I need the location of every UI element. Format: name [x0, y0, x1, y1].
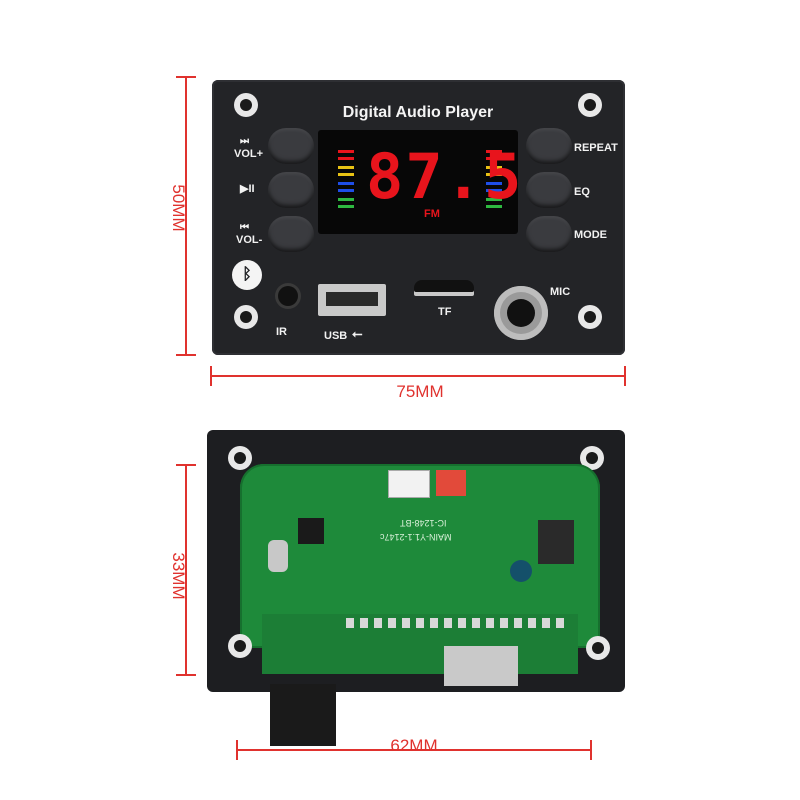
next-icon: ⏭ — [240, 136, 249, 147]
prev-vol-minus-button[interactable] — [268, 216, 314, 252]
ir-receiver — [278, 286, 298, 306]
back-hole-tl — [228, 446, 252, 470]
left-level-bars — [338, 150, 354, 212]
usb-icon: ⭠ — [352, 326, 363, 341]
tf-card-slot[interactable] — [414, 280, 474, 296]
mount-hole-tl — [234, 93, 258, 117]
mode-label: MODE — [574, 229, 607, 241]
vol-minus-label: VOL- — [236, 234, 263, 246]
play-pause-button[interactable] — [268, 172, 314, 208]
usb-label: USB — [324, 330, 348, 342]
mount-hole-br — [578, 305, 602, 329]
chip — [298, 518, 324, 544]
front-width-label: 75MM — [396, 382, 444, 401]
red-connector — [436, 470, 466, 496]
panel-title: Digital Audio Player — [342, 104, 494, 121]
screw-right — [586, 636, 610, 660]
bluetooth-icon: ᛒ — [232, 260, 262, 290]
usb-port[interactable] — [318, 284, 386, 316]
mode-button[interactable] — [526, 216, 572, 252]
voltage-regulator — [538, 520, 574, 564]
back-width-label: 62MM — [390, 736, 438, 755]
repeat-button[interactable] — [526, 128, 572, 164]
white-connector — [388, 470, 430, 498]
usb-socket-back — [444, 646, 518, 686]
screw-left — [228, 634, 252, 658]
back-height-label: 33MM — [169, 552, 188, 600]
front-width-dimension — [210, 366, 626, 386]
play-pause-label: ▶II — [240, 183, 255, 195]
mount-hole-bl — [234, 305, 258, 329]
prev-icon: ⏮ — [240, 222, 249, 233]
pcb-text-1: MAIN-Y1.1-2147c — [380, 532, 452, 542]
mount-hole-tr — [578, 93, 602, 117]
front-height-label: 50MM — [169, 184, 188, 232]
back-width-dimension — [236, 740, 592, 760]
repeat-label: REPEAT — [574, 142, 618, 154]
tf-label: TF — [438, 306, 452, 318]
next-vol-plus-button[interactable] — [268, 128, 314, 164]
frequency-readout: 87.5 — [366, 140, 524, 213]
right-level-bars — [486, 150, 502, 212]
back-height-dimension — [176, 464, 196, 676]
crystal — [268, 540, 288, 572]
band-indicator: FM — [424, 208, 440, 220]
capacitor — [510, 560, 532, 582]
pin-header — [346, 618, 568, 628]
eq-label: EQ — [574, 186, 590, 198]
vol-plus-label: VOL+ — [234, 148, 264, 160]
mic-label: MIC — [550, 286, 571, 298]
pcb-text-2: IC-1248-BT — [400, 518, 447, 528]
mic-jack[interactable] — [494, 286, 548, 340]
tf-socket-back — [270, 684, 336, 746]
ir-label: IR — [276, 326, 287, 338]
eq-button[interactable] — [526, 172, 572, 208]
front-height-dimension — [176, 76, 196, 356]
